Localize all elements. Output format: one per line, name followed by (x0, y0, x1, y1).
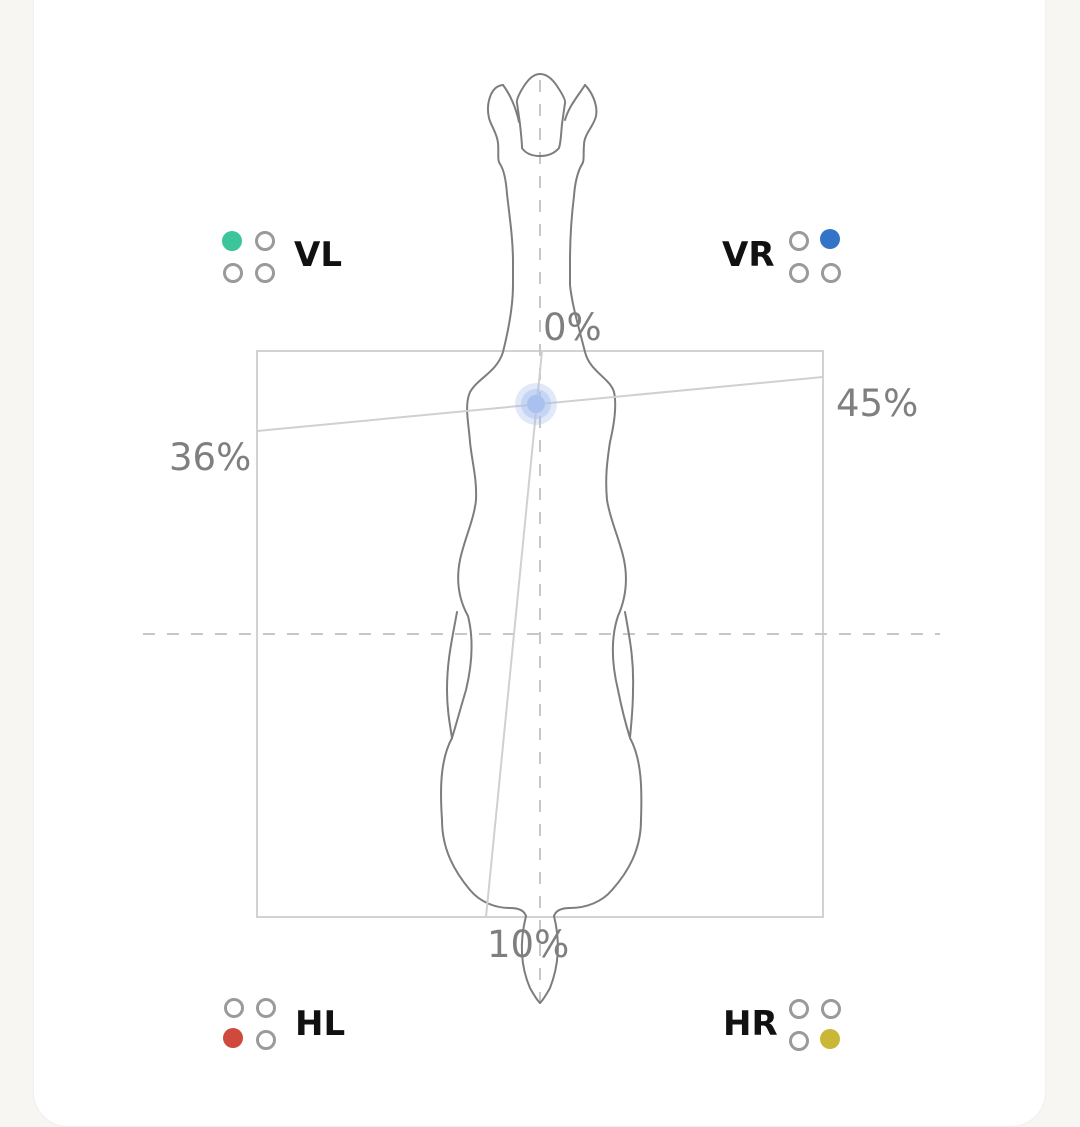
hr-indicator-dot-2 (821, 999, 841, 1019)
vl-indicator-dot-1 (222, 231, 242, 251)
hr-indicator-dot-4 (820, 1029, 840, 1049)
vl-label: VL (294, 235, 342, 275)
hr-indicator-dot-3 (789, 1031, 809, 1051)
vr-indicator-dot-3 (789, 263, 809, 283)
legend-vr (788, 229, 848, 283)
legend-hl (223, 996, 283, 1050)
hr-label: HR (723, 1004, 778, 1044)
hl-label: HL (295, 1004, 346, 1044)
vr-indicator-dot-4 (821, 263, 841, 283)
longitudinal-balance-line (485, 350, 543, 918)
front-percentage: 0% (543, 306, 602, 349)
hl-indicator-dot-2 (256, 998, 276, 1018)
legend-vl (222, 229, 282, 283)
hl-indicator-dot-4 (256, 1030, 276, 1050)
right-percentage: 45% (836, 382, 919, 425)
vr-indicator-dot-1 (789, 231, 809, 251)
cog-marker-icon (515, 383, 557, 425)
vl-indicator-dot-2 (255, 231, 275, 251)
legend-hr (788, 997, 848, 1051)
vr-indicator-dot-2 (820, 229, 840, 249)
hr-indicator-dot-1 (789, 999, 809, 1019)
vl-indicator-dot-3 (223, 263, 243, 283)
rear-percentage: 10% (487, 923, 570, 966)
hl-indicator-dot-3 (223, 1028, 243, 1048)
vl-indicator-dot-4 (255, 263, 275, 283)
horse-top-view-icon (440, 73, 643, 1004)
left-percentage: 36% (169, 436, 252, 479)
hl-indicator-dot-1 (224, 998, 244, 1018)
vr-label: VR (722, 235, 775, 275)
